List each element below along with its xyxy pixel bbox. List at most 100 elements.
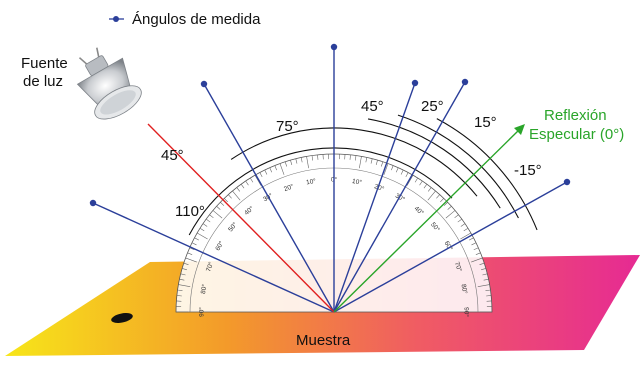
protractor-tick — [205, 218, 211, 223]
protractor-tick-label: 90° — [462, 307, 470, 317]
protractor-tick — [300, 157, 303, 163]
protractor-tick — [269, 167, 273, 173]
protractor-tick — [447, 206, 452, 210]
measurement-ray-marker — [89, 199, 97, 207]
protractor-tick — [295, 158, 298, 164]
incident-ray — [147, 123, 335, 313]
protractor-tick — [414, 177, 418, 183]
protractor-tick — [405, 172, 409, 178]
protractor-tick — [187, 252, 193, 255]
protractor-tick-label: 80° — [459, 283, 469, 294]
protractor-tick — [194, 237, 200, 241]
measurement-arc — [436, 118, 538, 231]
protractor-tick — [228, 194, 232, 199]
protractor-tick — [406, 175, 414, 186]
protractor-tick — [306, 156, 309, 169]
protractor-tick — [183, 262, 189, 266]
protractor-tick — [486, 295, 492, 297]
protractor-tick — [423, 183, 428, 189]
protractor-tick — [391, 165, 394, 171]
protractor-tick — [177, 289, 183, 292]
measurement-arc — [230, 127, 478, 197]
protractor-tick — [473, 247, 479, 251]
light-source-label-line2: de luz — [23, 73, 63, 90]
protractor-tick-label: 10° — [351, 177, 362, 187]
protractor-tick — [475, 252, 481, 255]
protractor-tick — [359, 156, 362, 169]
protractor-tick — [250, 177, 254, 183]
legend-marker — [113, 16, 119, 22]
protractor-tick — [485, 289, 491, 292]
protractor-tick — [274, 165, 277, 171]
measurement-ray — [333, 181, 568, 313]
protractor-tick — [400, 169, 404, 175]
protractor-tick — [365, 157, 368, 163]
protractor-tick — [290, 160, 293, 166]
protractor-tick — [460, 223, 466, 227]
protractor-tick — [454, 214, 459, 219]
protractor-tick — [443, 202, 448, 206]
protractor-tick — [209, 214, 214, 219]
protractor-tick-label: 20° — [283, 182, 295, 193]
measurement-ray-marker — [563, 178, 571, 186]
light-source-label-line1: Fuente — [21, 55, 68, 72]
protractor-tick — [264, 169, 268, 175]
measurement-ray — [92, 202, 335, 313]
protractor-tick-label: 70° — [204, 260, 215, 272]
protractor-tick — [349, 154, 351, 160]
protractor-tick — [311, 155, 314, 161]
specular-ray — [333, 127, 522, 313]
protractor-tick — [354, 155, 357, 161]
protractor-tick — [224, 198, 228, 203]
measurement-rays — [89, 43, 571, 313]
halogen-bulb-icon — [76, 47, 142, 120]
protractor-tick — [460, 232, 471, 240]
protractor-tick — [279, 163, 285, 175]
protractor-tick — [477, 284, 490, 287]
protractor-tick — [189, 247, 195, 251]
protractor-tick — [259, 172, 263, 178]
protractor-tick — [245, 180, 249, 186]
protractor-tick — [419, 180, 423, 186]
protractor-tick — [180, 273, 186, 276]
angle-label-25: 25° — [421, 98, 444, 115]
measurement-ray — [333, 82, 416, 313]
measurement-ray-marker — [461, 78, 469, 86]
legend: Ángulos de medida — [109, 11, 261, 28]
protractor-tick — [480, 268, 486, 271]
protractor-tick — [191, 242, 197, 246]
protractor-tick-label: 90° — [198, 307, 206, 317]
angle-label-minus-15: -15° — [514, 162, 542, 179]
protractor-tick-label: 20° — [373, 182, 385, 193]
protractor-tick — [317, 154, 319, 160]
protractor-tick — [178, 284, 191, 287]
protractor-tick — [380, 161, 384, 167]
sample-spot — [111, 313, 133, 323]
protractor-tick — [254, 175, 262, 186]
protractor-tick — [197, 232, 208, 240]
specular-arrowhead — [514, 124, 525, 135]
protractor-tick — [427, 187, 432, 192]
protractor-tick — [284, 161, 288, 167]
protractor-tick — [216, 206, 221, 210]
protractor-tick — [457, 218, 463, 223]
protractor-tick — [212, 210, 223, 219]
protractor-tick — [236, 187, 241, 192]
protractor-tick — [220, 202, 225, 206]
protractor-tick-label: 10° — [305, 177, 316, 187]
protractor-tick — [370, 158, 373, 164]
measurement-ray — [203, 83, 335, 313]
incident-angle-label: 45° — [161, 147, 184, 164]
protractor-tick — [463, 228, 469, 232]
angle-label-45: 45° — [361, 98, 384, 115]
measurement-ray-marker — [330, 43, 338, 51]
specular-label-line1: Reflexión — [544, 107, 607, 124]
protractor-tick — [479, 262, 485, 266]
protractor-tick — [468, 237, 474, 241]
protractor-tick-label: 80° — [199, 283, 209, 294]
measurement-arc — [367, 118, 501, 209]
protractor-tick — [240, 183, 245, 189]
sample-label: Muestra — [296, 332, 351, 349]
protractor-tick — [185, 257, 197, 263]
